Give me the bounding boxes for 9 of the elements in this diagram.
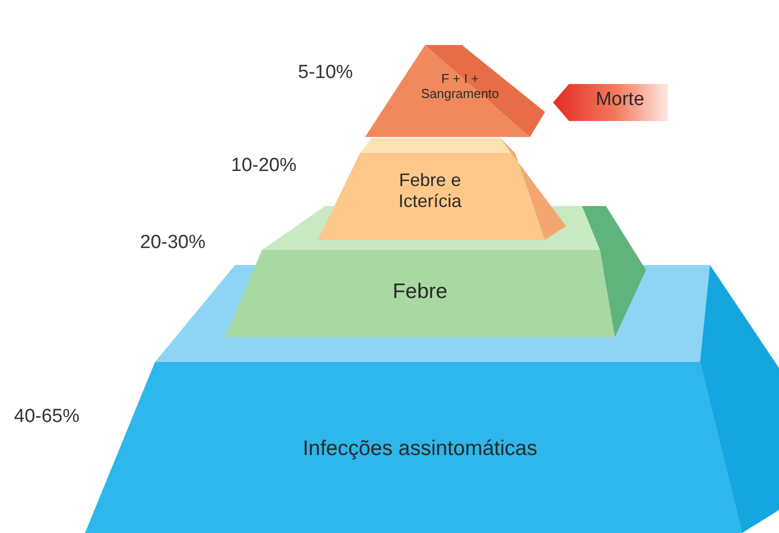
tier-label: Febre e Icterícia xyxy=(397,170,463,212)
tier-label: Febre xyxy=(392,280,448,304)
percentage-label: 20-30% xyxy=(140,232,206,254)
outcome-label: Morte xyxy=(594,89,646,111)
percentage-label: 40-65% xyxy=(14,406,80,428)
tier-label: F + I + Sangramento xyxy=(420,72,500,102)
tier-label: Infecções assintomáticas xyxy=(302,437,538,462)
percentage-label: 5-10% xyxy=(298,62,353,84)
percentage-label: 10-20% xyxy=(231,155,296,177)
